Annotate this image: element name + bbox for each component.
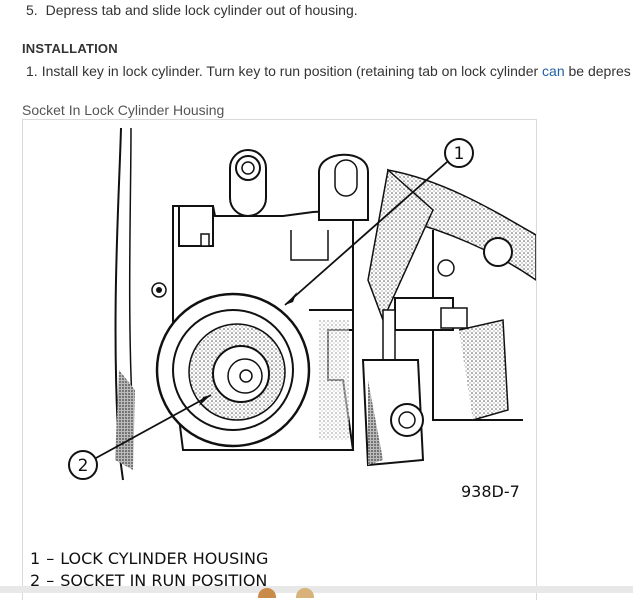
figure-code: 938D-7 <box>461 482 520 501</box>
callout-1-label: 1 <box>454 144 465 164</box>
figure-caption: Socket In Lock Cylinder Housing <box>22 102 225 118</box>
step-number: 1. <box>26 63 38 79</box>
legend-label: SOCKET IN RUN POSITION <box>60 571 268 590</box>
legend-item: 2–SOCKET IN RUN POSITION <box>30 570 268 592</box>
callout-2-circle <box>68 450 98 480</box>
figure-legend: 1–LOCK CYLINDER HOUSING 2–SOCKET IN RUN … <box>30 548 268 592</box>
step-5: 5. Depress tab and slide lock cylinder o… <box>26 1 358 19</box>
step-text-cont: be depres <box>564 63 631 79</box>
section-heading: INSTALLATION <box>22 41 118 56</box>
legend-label: LOCK CYLINDER HOUSING <box>60 549 269 568</box>
bottom-strip <box>0 586 633 593</box>
figure-frame: 1 2 938D-7 1–LOCK CYLINDER HOUSING 2–SOC… <box>22 119 537 600</box>
step-text: Depress tab and slide lock cylinder out … <box>45 2 358 18</box>
callout-1-circle <box>444 138 474 168</box>
legend-item: 1–LOCK CYLINDER HOUSING <box>30 548 268 570</box>
legend-separator: – <box>46 549 55 568</box>
step-text: Install key in lock cylinder. Turn key t… <box>41 63 543 79</box>
step-1: 1.Install key in lock cylinder. Turn key… <box>26 62 631 80</box>
callout-2-label: 2 <box>78 456 89 476</box>
lock-cylinder-diagram: 1 2 <box>68 127 536 481</box>
legend-separator: – <box>46 571 55 590</box>
step-number: 5. <box>26 2 38 18</box>
can-link[interactable]: can <box>542 63 565 79</box>
legend-number: 1 <box>30 549 41 568</box>
legend-number: 2 <box>30 571 41 590</box>
